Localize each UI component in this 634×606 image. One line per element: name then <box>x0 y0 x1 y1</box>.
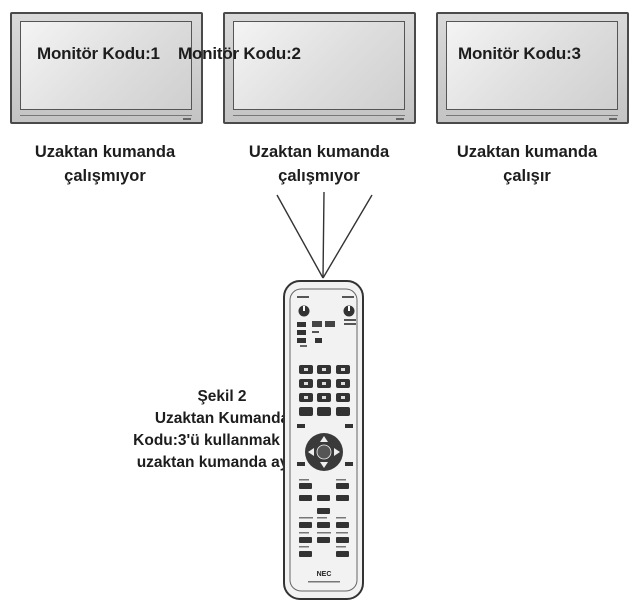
monitor-1-code-label: Monitör Kodu:1 <box>37 44 160 63</box>
caption-line: Uzaktan Kumanda <box>154 410 290 427</box>
figure-caption: Şekil 2 Uzaktan Kumanda Kodu:3'ü kullanm… <box>122 386 322 474</box>
remote-control: NEC <box>283 280 364 600</box>
monitor-led <box>183 118 191 120</box>
status-line: Uzaktan kumanda <box>34 143 176 161</box>
monitor-1-status: Uzaktan kumanda çalışmıyor <box>10 140 200 188</box>
standby-icon <box>343 305 355 317</box>
up-arrow-icon <box>320 436 328 442</box>
monitor-screen <box>446 21 618 110</box>
monitor-screen <box>20 21 192 110</box>
status-line: çalışmıyor <box>64 167 146 185</box>
ir-signal-lines <box>276 191 373 279</box>
monitor-3-code-label: Monitör Kodu:3 <box>458 44 581 63</box>
d-pad <box>305 433 343 471</box>
left-arrow-icon <box>308 448 314 456</box>
signal-line-right <box>322 194 373 279</box>
caption-line: Şekil 2 <box>197 388 247 405</box>
monitor-2-status: Uzaktan kumanda çalışmıyor <box>224 140 414 188</box>
down-arrow-icon <box>320 462 328 468</box>
signal-line-left <box>276 194 324 279</box>
function-buttons <box>299 483 349 557</box>
monitor-1 <box>10 12 203 124</box>
status-line: çalışır <box>503 167 551 185</box>
monitor-led <box>396 118 404 120</box>
set-icon <box>316 444 332 460</box>
monitor-screen <box>233 21 405 110</box>
status-line: Uzaktan kumanda <box>456 143 598 161</box>
caption-line: Kodu:3'ü kullanmak için <box>133 432 311 449</box>
monitor-3 <box>436 12 629 124</box>
remote-brand-logo: NEC <box>317 571 332 578</box>
monitor-led <box>609 118 617 120</box>
status-line: Uzaktan kumanda <box>248 143 390 161</box>
signal-line-center <box>322 191 325 279</box>
monitor-3-status: Uzaktan kumanda çalışır <box>432 140 622 188</box>
power-icon <box>298 305 310 317</box>
monitor-2 <box>223 12 416 124</box>
caption-line: uzaktan kumanda ayarı <box>136 454 308 471</box>
status-line: çalışmıyor <box>278 167 360 185</box>
monitor-2-code-label: Monitör Kodu:2 <box>178 44 301 63</box>
right-arrow-icon <box>334 448 340 456</box>
